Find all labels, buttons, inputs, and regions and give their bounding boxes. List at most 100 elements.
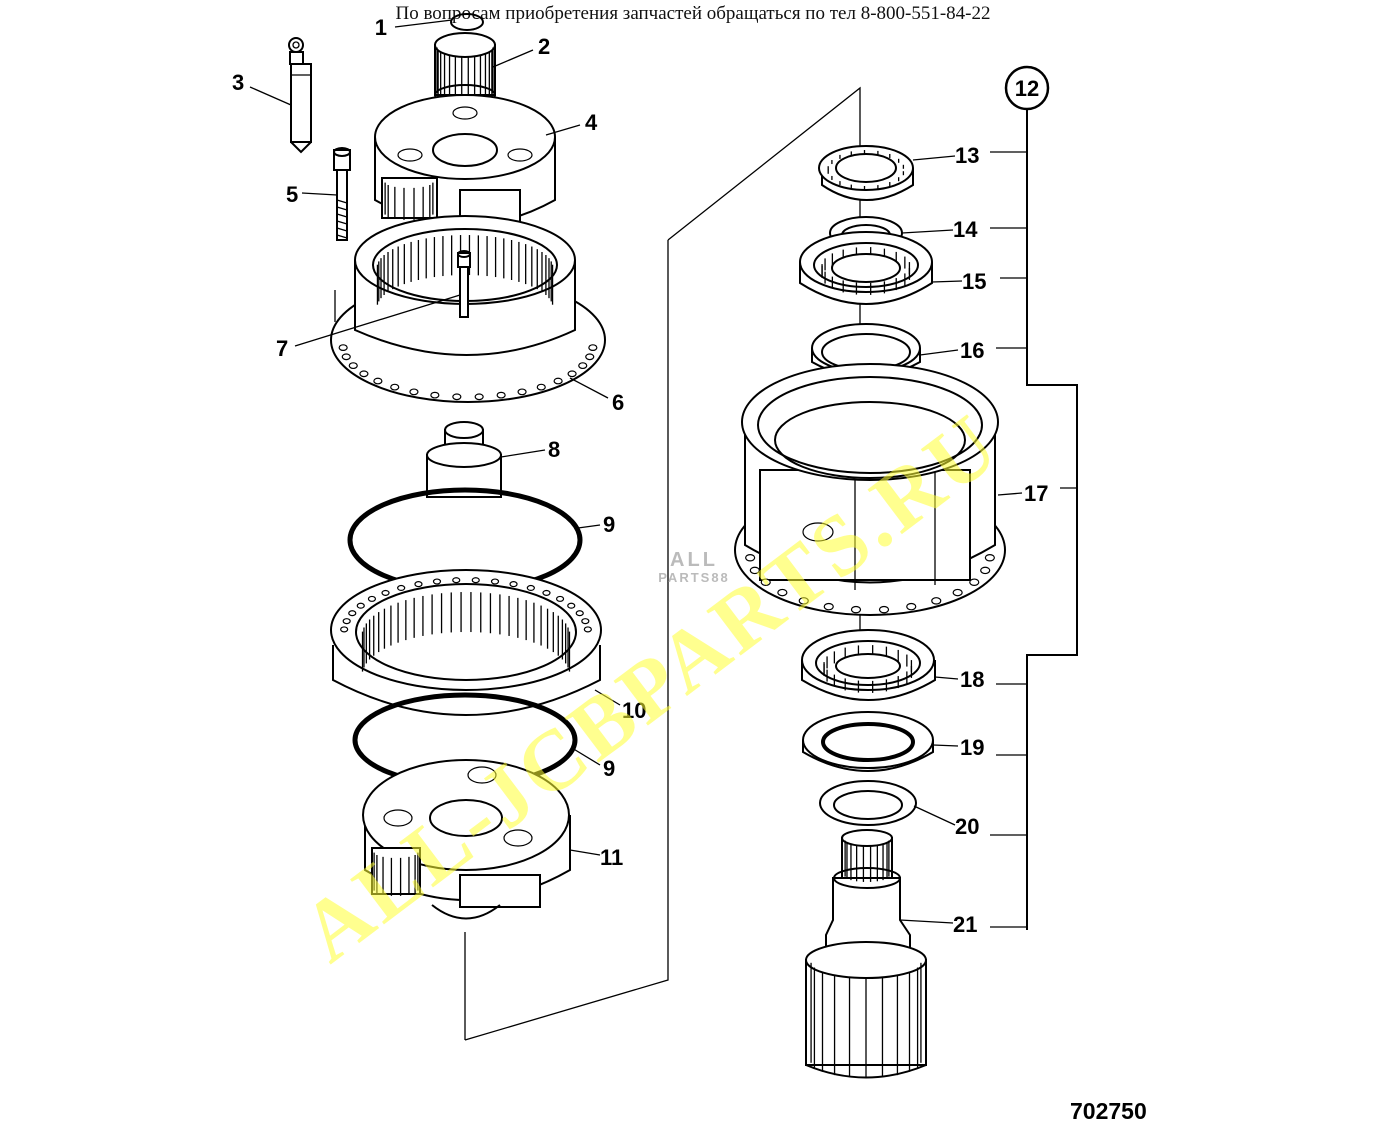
callout-9-lower: 9 [603,756,615,781]
bolt-hole [585,353,595,361]
bolt-hole [340,626,349,633]
callout-12: 12 [1015,76,1039,101]
bolt-hole [567,370,577,378]
callout-10: 10 [622,698,646,723]
bolt-hole [430,391,440,399]
callout-7: 7 [276,336,288,361]
part-sun-gear-top [434,32,496,106]
bolt-hole [578,362,588,370]
callout-6: 6 [612,390,624,415]
bolt-hole [745,553,756,562]
bolt-hole [471,577,480,584]
callout-labels: 1 2 3 4 5 7 6 8 9 10 9 11 12 13 14 15 16… [232,15,1048,937]
bolt-hole [452,393,462,401]
bolt-hole [906,602,917,611]
logo-text-bottom: PARTS88 [658,570,730,585]
part-bolt-short [457,250,471,318]
bolt-hole [490,578,500,585]
part-pinion-shaft [805,829,927,1079]
bolt-thread [336,206,348,211]
bolt-thread [336,199,348,204]
contact-header: По вопросам приобретения запчастей обращ… [395,3,991,24]
callout-19: 19 [960,735,984,760]
part-bearing-lower [801,629,936,701]
callout-14: 14 [953,217,978,242]
bolt-hole [850,605,862,614]
bolt-hole [474,393,484,401]
part-planet-carrier-upper [374,94,556,226]
callout-21: 21 [953,912,977,937]
bolt-hole [798,597,809,605]
callout-5: 5 [286,182,298,207]
callout-9-upper: 9 [603,512,615,537]
bolt-thread [336,227,348,232]
assembly-bracket [990,65,1078,930]
part-bolt-long [333,147,351,241]
bolt-hole [359,370,369,378]
part-hub-housing [734,363,1006,616]
bolt-hole [553,377,563,385]
bolt-thread [336,220,348,225]
bolt-hole [432,578,442,585]
bolt-hole [952,588,963,597]
bolt-hole [581,618,590,625]
bolt-thread [336,213,348,218]
callout-16: 16 [960,338,984,363]
bolt-hole [414,581,423,588]
part-circlip [450,13,484,31]
bolt-hole [496,391,506,399]
callout-17: 17 [1024,481,1048,506]
bolt-hole [348,610,357,617]
bolt-hole [356,602,365,609]
callout-3: 3 [232,70,244,95]
bolt-hole [341,353,351,361]
bolt-hole [980,566,991,575]
callout-8: 8 [548,437,560,462]
bolt-hole [583,626,592,633]
part-pin [288,37,312,154]
callout-1: 1 [375,15,387,40]
bolt-hole [969,578,980,586]
part-bearing-upper [799,231,933,305]
bolt-hole [575,610,584,617]
bolt-hole [777,588,788,597]
bolt-hole [931,597,942,605]
part-washer [819,780,917,826]
bolt-hole [517,388,527,396]
bolt-hole [984,553,995,562]
bolt-hole [588,344,598,351]
callout-4: 4 [585,110,598,135]
part-sun-gear-middle [426,421,502,498]
callout-18: 18 [960,667,984,692]
bolt-hole [452,577,461,584]
bolt-hole [409,388,419,396]
drawing-number: 702750 [1070,1098,1147,1124]
bolt-hole [567,602,576,609]
bolt-hole [381,589,390,596]
leader-lines [249,19,1023,924]
callout-20: 20 [955,814,979,839]
bolt-hole [509,581,518,588]
bolt-hole [338,344,348,351]
bolt-hole [373,377,383,385]
bolt-hole [536,383,546,391]
callout-13: 13 [955,143,979,168]
callout-2: 2 [538,34,550,59]
part-planet-carrier-lower [362,759,571,920]
part-seal-lower [802,711,934,772]
bolt-hole [749,566,760,575]
bolt-hole [367,595,377,602]
bolt-hole [823,602,834,611]
bolt-hole [390,383,400,391]
bolt-hole [542,589,551,596]
bolt-hole [760,578,771,586]
watermark-small-logo: ALL PARTS88 [658,549,730,585]
bolt-hole [342,618,351,625]
bolt-hole [526,584,535,592]
part-ring-gear-lower [330,569,602,716]
bolt-hole [878,605,890,614]
bolt-thread [336,234,348,239]
bolt-hole [348,362,358,370]
